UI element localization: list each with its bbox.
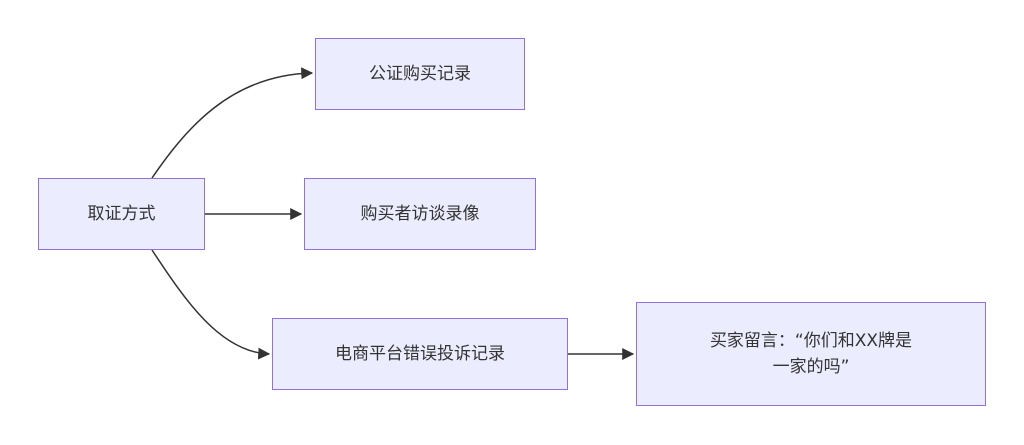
node-evidence-method: 取证方式	[38, 178, 205, 250]
edge-root-to-a	[151, 67, 314, 179]
node-label: 买家留言：“你们和XX牌是 一家的吗”	[709, 331, 913, 377]
node-label: 公证购买记录	[369, 64, 471, 84]
node-label: 购买者访谈录像	[360, 204, 480, 224]
node-buyer-interview-video: 购买者访谈录像	[304, 178, 536, 250]
node-ecommerce-complaint-record: 电商平台错误投诉记录	[272, 318, 568, 390]
node-buyer-message: 买家留言：“你们和XX牌是 一家的吗”	[636, 302, 986, 406]
node-label: 取证方式	[87, 204, 156, 224]
node-label: 电商平台错误投诉记录	[335, 344, 505, 364]
node-notarized-purchase-record: 公证购买记录	[315, 38, 525, 110]
edge-root-to-c	[151, 249, 271, 360]
